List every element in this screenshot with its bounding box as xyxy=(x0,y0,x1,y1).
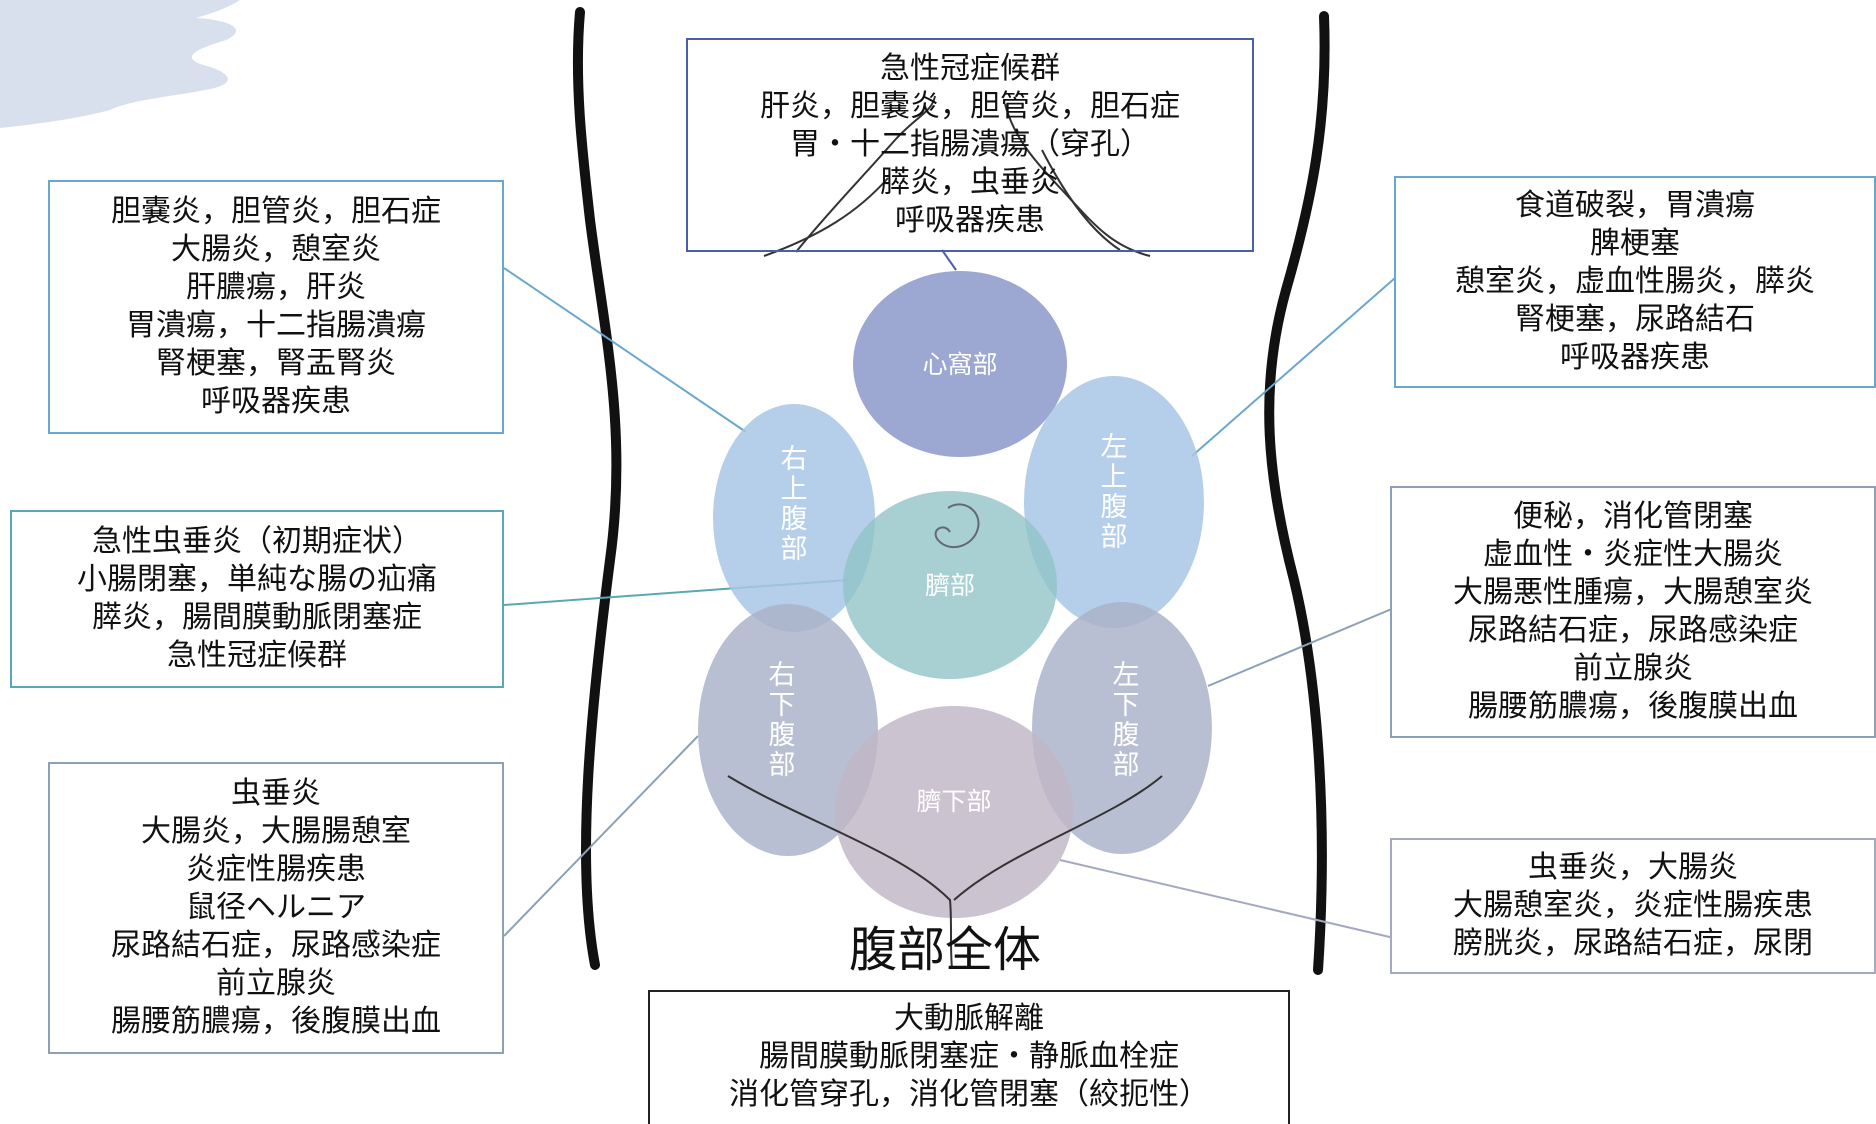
box-line: 腎梗塞，腎盂腎炎 xyxy=(156,346,396,381)
box-line: 急性冠症候群 xyxy=(167,638,347,673)
region-umbilical[interactable] xyxy=(843,491,1057,679)
region-right-lower[interactable] xyxy=(698,604,878,856)
box-line: 尿路結石症，尿路感染症 xyxy=(111,928,441,963)
box-line: 急性冠症候群 xyxy=(880,51,1060,86)
box-line: 前立腺炎 xyxy=(1573,651,1693,686)
box-line: 鼠径ヘルニア xyxy=(186,890,366,925)
box-line: 肝膿瘍，肝炎 xyxy=(186,270,366,305)
box-line: 小腸閉塞，単純な腸の疝痛 xyxy=(77,562,437,597)
box-line: 憩室炎，虚血性腸炎，膵炎 xyxy=(1455,264,1815,299)
box-line: 虚血性・炎症性大腸炎 xyxy=(1483,537,1783,572)
box-line: 大腸悪性腫瘍，大腸憩室炎 xyxy=(1453,575,1813,610)
box-right-lower: 虫垂炎大腸炎，大腸腸憩室炎症性腸疾患鼠径ヘルニア尿路結石症，尿路感染症前立腺炎腸… xyxy=(48,762,504,1054)
region-left-lower[interactable] xyxy=(1032,602,1212,854)
groin-line-left xyxy=(727,775,953,969)
region-label-umbilical: 臍部 xyxy=(925,571,975,600)
region-label-right-upper: 右上腹部 xyxy=(781,444,808,565)
box-line: 前立腺炎 xyxy=(216,966,336,1001)
region-left-upper[interactable] xyxy=(1024,376,1204,628)
connector-right-upper xyxy=(503,267,747,433)
torso-left-outline xyxy=(572,7,622,970)
box-line: 尿路結石症，尿路感染症 xyxy=(1468,613,1798,648)
box-line: 大腸炎，大腸腸憩室 xyxy=(141,814,411,849)
box-line: 脾梗塞 xyxy=(1590,226,1680,261)
box-line: 虫垂炎，大腸炎 xyxy=(1528,850,1738,885)
rib-line-left xyxy=(795,95,936,253)
box-line: 呼吸器疾患 xyxy=(1560,340,1710,375)
box-line: 便秘，消化管閉塞 xyxy=(1513,499,1753,534)
rib-line-right xyxy=(1004,103,1151,257)
region-label-epigastric: 心窩部 xyxy=(922,350,997,379)
box-line: 肝炎，胆嚢炎，胆管炎，胆石症 xyxy=(760,89,1180,124)
connector-left-upper xyxy=(1191,277,1396,457)
box-whole-abdomen: 大動脈解離腸間膜動脈閉塞症・静脈血栓症消化管穿孔，消化管閉塞（絞扼性） xyxy=(648,990,1290,1124)
connector-hypogastric xyxy=(1059,859,1395,939)
box-line: 膵炎，虫垂炎 xyxy=(880,165,1060,200)
box-line: 膵炎，腸間膜動脈閉塞症 xyxy=(92,600,422,635)
region-label-right-lower: 右下腹部 xyxy=(769,660,796,781)
groin-line-right xyxy=(953,775,1163,901)
region-label-hypogastric: 臍下部 xyxy=(916,787,991,816)
rib-line-left-outer xyxy=(763,177,889,257)
box-left-upper: 食道破裂，胃潰瘍脾梗塞憩室炎，虚血性腸炎，膵炎腎梗塞，尿路結石呼吸器疾患 xyxy=(1394,176,1876,388)
box-umbilical: 急性虫垂炎（初期症状）小腸閉塞，単純な腸の疝痛膵炎，腸間膜動脈閉塞症急性冠症候群 xyxy=(10,510,504,688)
box-line: 胃・十二指腸潰瘍（穿孔） xyxy=(790,127,1150,162)
box-left-lower: 便秘，消化管閉塞虚血性・炎症性大腸炎大腸悪性腫瘍，大腸憩室炎尿路結石症，尿路感染… xyxy=(1390,486,1876,738)
box-hypogastric: 虫垂炎，大腸炎大腸憩室炎，炎症性腸疾患膀胱炎，尿路結石症，尿閉 xyxy=(1390,838,1876,974)
connector-right-lower xyxy=(503,735,699,937)
box-line: 腸腰筋膿瘍，後腹膜出血 xyxy=(111,1004,441,1039)
box-epigastric: 急性冠症候群肝炎，胆嚢炎，胆管炎，胆石症胃・十二指腸潰瘍（穿孔）膵炎，虫垂炎呼吸… xyxy=(686,38,1254,252)
region-label-left-upper: 左上腹部 xyxy=(1101,432,1128,553)
box-line: 炎症性腸疾患 xyxy=(186,852,366,887)
region-label-left-lower: 左下腹部 xyxy=(1113,660,1140,781)
box-line: 急性虫垂炎（初期症状） xyxy=(92,524,422,559)
box-line: 食道破裂，胃潰瘍 xyxy=(1515,188,1755,223)
torso-right-outline xyxy=(1264,11,1330,975)
overall-abdomen-title: 腹部全体 xyxy=(848,922,1041,978)
region-hypogastric[interactable] xyxy=(835,706,1073,918)
box-line: 胃潰瘍，十二指腸潰瘍 xyxy=(126,308,426,343)
box-line: 大腸憩室炎，炎症性腸疾患 xyxy=(1453,888,1813,923)
brush-stroke-decoration xyxy=(0,0,240,128)
box-line: 膀胱炎，尿路結石症，尿閉 xyxy=(1453,926,1813,961)
box-line: 腎梗塞，尿路結石 xyxy=(1515,302,1755,337)
connector-epigastric xyxy=(941,249,957,271)
box-line: 呼吸器疾患 xyxy=(895,203,1045,238)
box-line: 消化管穿孔，消化管閉塞（絞扼性） xyxy=(729,1077,1209,1112)
box-line: 腸間膜動脈閉塞症・静脈血栓症 xyxy=(759,1039,1179,1074)
box-line: 腸腰筋膿瘍，後腹膜出血 xyxy=(1468,689,1798,724)
box-right-upper: 胆嚢炎，胆管炎，胆石症大腸炎，憩室炎肝膿瘍，肝炎胃潰瘍，十二指腸潰瘍腎梗塞，腎盂… xyxy=(48,180,504,434)
box-line: 大腸炎，憩室炎 xyxy=(171,232,381,267)
box-line: 大動脈解離 xyxy=(894,1001,1044,1036)
region-right-upper[interactable] xyxy=(713,404,875,632)
connector-left-lower xyxy=(1207,607,1395,687)
box-line: 呼吸器疾患 xyxy=(201,384,351,419)
box-line: 虫垂炎 xyxy=(231,776,321,811)
box-line: 胆嚢炎，胆管炎，胆石症 xyxy=(111,194,441,229)
region-epigastric[interactable] xyxy=(853,271,1067,457)
navel-icon xyxy=(934,503,980,549)
rib-line-center xyxy=(1041,149,1121,251)
